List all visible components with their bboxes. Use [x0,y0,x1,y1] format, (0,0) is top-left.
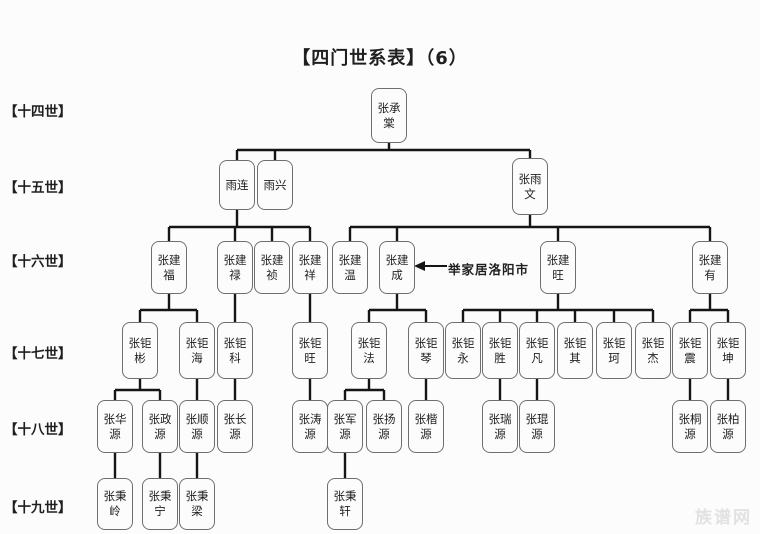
tree-node: 张钜震 [672,322,708,379]
tree-node: 张钜科 [217,322,253,379]
generation-label-19: 【十九世】 [4,500,72,516]
tree-node: 张顺源 [179,400,215,453]
tree-node: 张涛源 [292,400,328,453]
watermark: 族谱网 [695,508,752,528]
tree-node: 张秉梁 [179,478,215,530]
tree-node: 张桐源 [672,400,708,453]
tree-node: 张军源 [327,400,363,453]
tree-node: 张钜永 [445,322,481,379]
tree-node: 张建温 [332,241,368,294]
tree-node: 张楷源 [408,400,444,453]
tree-node: 张秉岭 [97,478,133,530]
generation-label-15: 【十五世】 [4,180,72,196]
generation-label-14: 【十四世】 [4,104,72,120]
tree-node: 张建祥 [292,241,328,294]
tree-node: 张长源 [217,400,253,453]
tree-node: 张建有 [692,241,728,294]
tree-node: 张秉宁 [142,478,178,530]
tree-node: 张钜凡 [519,322,555,379]
tree-node: 张钜胜 [482,322,518,379]
tree-node: 张瑞源 [482,400,518,453]
page-title: 【四门世系表】（6） [292,48,468,69]
tree-node: 雨兴 [257,160,293,210]
tree-node: 张钜旺 [292,322,328,379]
generation-label-17: 【十七世】 [4,346,72,362]
tree-node: 张华源 [97,400,133,453]
tree-node: 张承棠 [371,88,407,143]
annotation-arrowhead [414,261,425,271]
tree-node: 张建成 [379,241,415,294]
tree-node: 张政源 [142,400,178,453]
tree-node: 张钜坤 [710,322,746,379]
tree-node: 张钜其 [557,322,593,379]
tree-node: 张建旺 [540,241,576,294]
tree-node: 张秉轩 [327,478,363,530]
tree-node: 张琨源 [519,400,555,453]
tree-node: 张建祯 [254,241,290,294]
generation-label-18: 【十八世】 [4,422,72,438]
tree-node: 张建禄 [217,241,253,294]
generation-label-16: 【十六世】 [4,254,72,270]
tree-node: 张钜琴 [408,322,444,379]
tree-node: 张雨文 [512,158,548,215]
tree-node: 雨连 [219,160,255,210]
tree-node: 张钜法 [351,322,387,379]
tree-node: 张柏源 [710,400,746,453]
tree-node: 张建福 [151,241,187,294]
tree-node: 张钜珂 [596,322,632,379]
tree-node: 张钜彬 [122,322,158,379]
tree-node: 张扬源 [366,400,402,453]
tree-node: 张钜杰 [635,322,671,379]
relocation-annotation: 举家居洛阳市 [448,262,530,277]
tree-node: 张钜海 [179,322,215,379]
